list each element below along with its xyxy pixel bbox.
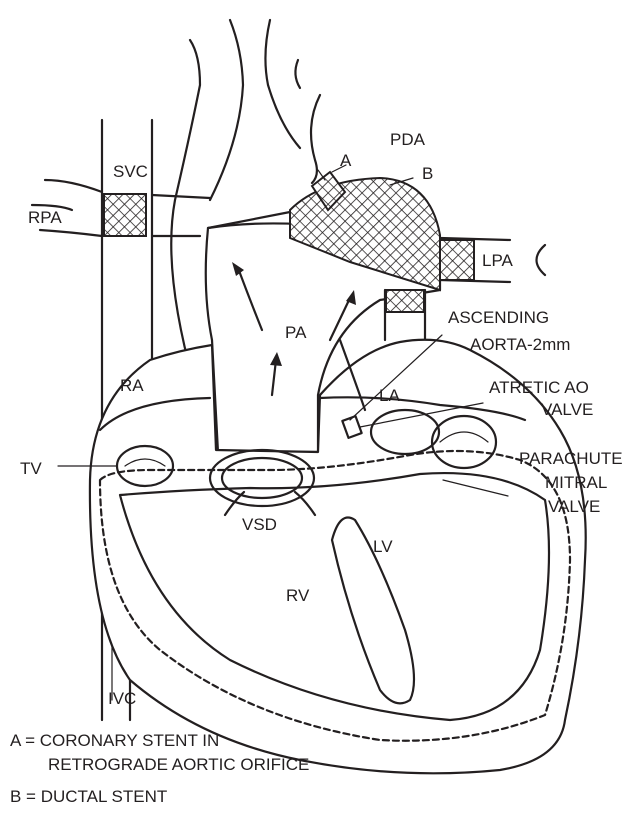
label-ascending-1: ASCENDING — [448, 308, 549, 327]
label-pa: PA — [285, 323, 307, 342]
legend-b-line1: B = DUCTAL STENT — [10, 787, 167, 806]
label-pda: PDA — [390, 130, 426, 149]
label-parachute-1: PARACHUTE — [519, 449, 623, 468]
label-rpa: RPA — [28, 208, 62, 227]
label-la: LA — [379, 386, 400, 405]
label-rv: RV — [286, 586, 310, 605]
label-ra: RA — [120, 376, 144, 395]
label-b: B — [422, 164, 433, 183]
legend-a-line2: RETROGRADE AORTIC ORIFICE — [48, 755, 309, 774]
label-ivc: IVC — [108, 689, 136, 708]
label-svc: SVC — [113, 162, 148, 181]
label-a: A — [340, 151, 352, 170]
label-ascending-2: AORTA-2mm — [470, 335, 570, 354]
label-atretic-1: ATRETIC AO — [489, 378, 589, 397]
legend-a-line1: A = CORONARY STENT IN — [10, 731, 219, 750]
rpa-stent — [104, 194, 146, 236]
left-branch-stent — [386, 290, 424, 312]
label-lpa: LPA — [482, 251, 514, 270]
label-lv: LV — [373, 537, 393, 556]
label-atretic-2: VALVE — [541, 400, 593, 419]
label-tv: TV — [20, 459, 42, 478]
lpa-stent — [440, 240, 474, 280]
label-parachute-2: MITRAL — [545, 473, 607, 492]
label-parachute-3: VALVE — [548, 497, 600, 516]
label-vsd: VSD — [242, 515, 277, 534]
